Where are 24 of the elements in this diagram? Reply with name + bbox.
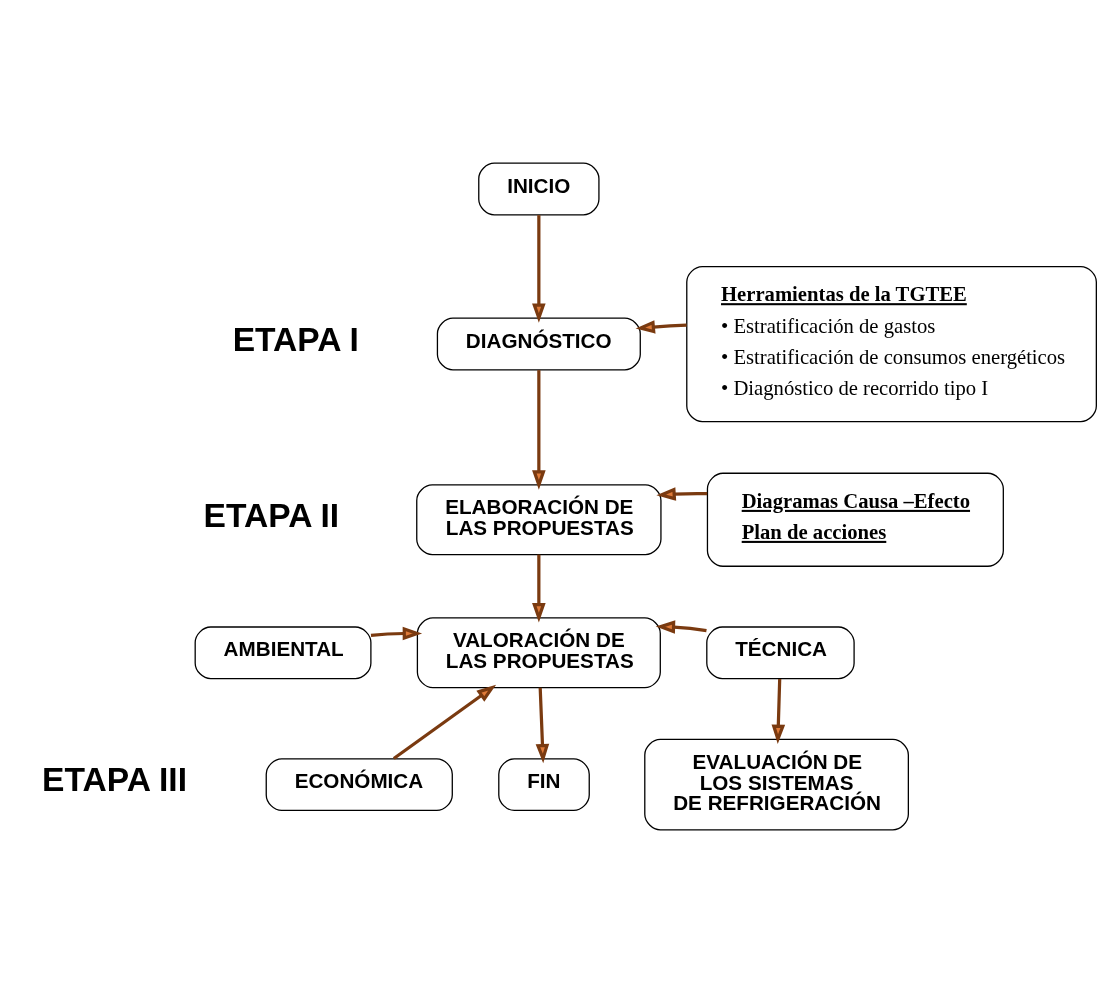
arrow [532,214,546,323]
node-box: AMBIENTAL [194,625,372,679]
arrow [532,369,546,490]
node-box: VALORACIÓN DE LAS PROPUESTAS [416,616,661,688]
label: ETAPA I [232,320,359,358]
arrow [635,319,687,334]
node-box: INICIO [478,162,600,215]
node-box: Herramientas de la TGTEE • Estratificación de gastos • Estratificación de consumos energéticos • Diagnóstico de recorrido tipo I [686,265,1097,422]
node-box: EVALUACIÓN DE LOS SISTEMAS DE REFRIGERACIÓN [644,738,909,830]
arrow [535,687,550,763]
label: ETAPA II [203,496,340,534]
arrow [655,619,707,634]
node-box: ELABORACIÓN DE LAS PROPUESTAS [416,483,662,555]
arrow [370,626,423,640]
node-box: DIAGNÓSTICO [436,317,641,371]
node-box: TÉCNICA [706,625,855,679]
arrow [532,554,546,622]
node-box: ECONÓMICA [265,757,453,811]
node-box: Diagramas Causa –Efecto Plan de acciones [706,472,1004,567]
label: ETAPA III [42,760,187,798]
arrow [771,678,786,744]
arrow [656,486,708,501]
arrow [392,684,497,760]
node-box: FIN [498,757,590,811]
